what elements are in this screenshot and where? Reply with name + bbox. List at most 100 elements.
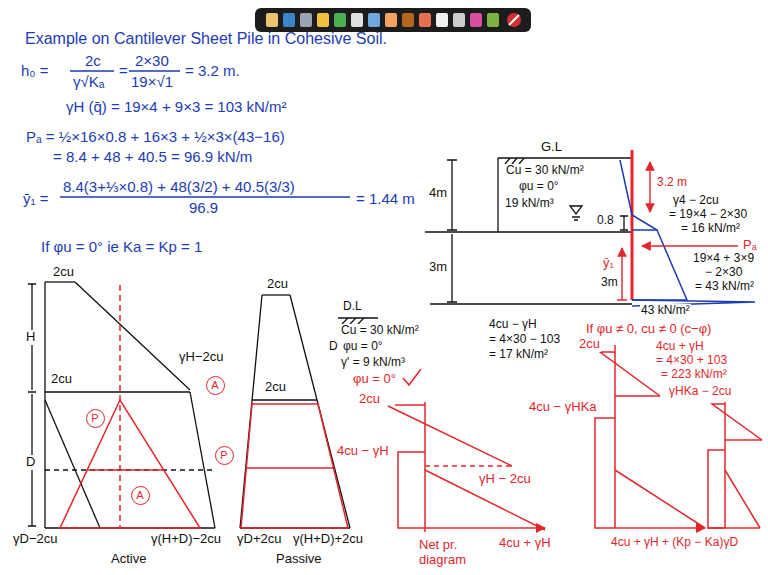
dimension-line	[31, 284, 32, 526]
annotation-label: Pₐ	[742, 238, 758, 253]
calculation-text: γ√Kₐ	[72, 73, 105, 90]
calculation-text: If φu = 0° ie Ka = Kp = 1	[40, 238, 203, 255]
toolbar-icon	[351, 13, 363, 27]
diagram-label: = 19×4 − 2×30	[668, 208, 748, 222]
active-pressure-line	[632, 230, 687, 300]
pressure-trapezoid	[241, 404, 348, 528]
dimension-arrow	[649, 162, 650, 212]
pressure-arrow	[615, 527, 705, 529]
calculation-text: 19×√1	[130, 73, 174, 90]
diagram-label: γ' = 9 kN/m³	[340, 356, 406, 370]
annotation-label: 3.2 m	[656, 176, 688, 190]
toolbar-icon	[300, 13, 312, 27]
diagram-label: − 2×30	[704, 266, 743, 280]
soil-boundary	[430, 303, 632, 304]
dimension-line	[447, 160, 457, 230]
diagram-label: γ4 − 2cu	[672, 194, 720, 208]
annotation-label: = 4×30 + 103	[655, 354, 728, 368]
pressure-line	[87, 469, 164, 471]
pressure-line	[425, 470, 545, 530]
calculation-text: = 1.44 m	[355, 190, 416, 207]
circled-letter: A	[131, 486, 150, 505]
toolbar-icon	[509, 15, 519, 25]
base-line	[708, 527, 760, 529]
diagram-label: G.L	[540, 140, 563, 155]
diagram-label: 19 kN/m³	[504, 197, 555, 211]
diagram-label: 4m	[428, 186, 448, 201]
pressure-line	[725, 470, 760, 528]
annotation-label: 4cu − γH	[336, 444, 390, 459]
toolbar-icon	[402, 13, 414, 27]
diagram-label: = 17 kN/m²	[488, 348, 549, 362]
toolbar-icon	[317, 13, 329, 27]
pile-axis	[44, 282, 45, 528]
annotation-label: Net pr. diagram	[418, 538, 478, 568]
pressure-block	[398, 452, 425, 528]
diagram-label: γD−2cu	[12, 532, 58, 547]
pressure-line	[615, 395, 660, 397]
diagram-label: 0.8	[596, 214, 615, 228]
diagram-label: 4cu − γH	[488, 318, 538, 332]
pressure-arrow	[425, 527, 545, 529]
diagram-label: 43 kN/m²	[640, 304, 691, 318]
water-table-symbol	[570, 206, 582, 220]
pressure-block	[595, 418, 615, 528]
annotation-label: 2cu	[358, 392, 381, 407]
pressure-line	[388, 406, 512, 466]
annotation-label: γH − 2cu	[478, 472, 532, 487]
toolbar-icon	[368, 13, 380, 27]
toolbar-icon	[487, 13, 499, 27]
pressure-line	[615, 470, 705, 528]
diagram-label: D.L	[342, 300, 363, 314]
pressure-line	[712, 404, 762, 440]
active-pressure-line	[620, 160, 657, 230]
annotation-label: = 223 kN/m²	[660, 368, 728, 382]
dashed-line	[119, 285, 121, 528]
dashed-line	[45, 469, 215, 470]
pressure-triangle	[60, 400, 200, 528]
pressure-line	[600, 352, 660, 396]
annotation-label: 2cu	[578, 337, 601, 352]
dimension-tick	[28, 284, 36, 526]
calculation-text: ȳ₁ =	[22, 190, 50, 207]
annotation-label: 4cu + γH	[655, 340, 705, 354]
pressure-line	[45, 400, 100, 528]
toolbar-icon	[507, 13, 521, 27]
pile-axis	[424, 402, 426, 532]
diagram-label: 3m	[428, 260, 448, 275]
dashed-line	[425, 465, 512, 467]
diagram-label: = 4×30 − 103	[488, 333, 561, 347]
circled-letter: P	[86, 409, 105, 428]
pressure-line	[262, 294, 290, 295]
diagram-label: 2cu	[266, 277, 289, 292]
toolbar	[255, 8, 531, 32]
sheet-pile	[631, 150, 634, 300]
diagram-label: 2cu	[52, 265, 75, 280]
toolbar-icon	[385, 13, 397, 27]
fraction-bar	[60, 196, 350, 197]
circled-letter: P	[215, 446, 234, 465]
circle-text: P	[220, 450, 227, 461]
force-arrow	[642, 245, 738, 246]
ground-line	[498, 157, 632, 158]
dredge-line	[45, 391, 190, 392]
pressure-line	[395, 404, 425, 406]
diagram-label: Passive	[275, 552, 323, 567]
toolbar-icon	[334, 13, 346, 27]
pressure-line	[725, 439, 762, 441]
diagram-label: D	[25, 455, 36, 470]
diagram-label: γ(H+D)−2cu	[150, 532, 222, 547]
dimension-arrow	[617, 248, 627, 300]
diagram-label: γH−2cu	[178, 350, 224, 365]
diagram-label: γ(H+D)+2cu	[292, 532, 364, 547]
annotation-label: If φu ≠ 0, cu ≠ 0 (c−φ)	[585, 322, 712, 337]
annotation-label: 4cu + γH + (Kp − Ka)γD	[610, 536, 739, 550]
annotation-label: ȳ₁	[602, 256, 615, 271]
toolbar-icon	[419, 13, 431, 27]
diagram-label: Cu = 30 kN/m²	[505, 164, 585, 178]
check-mark	[403, 369, 421, 385]
diagram-label: 2cu	[50, 372, 73, 387]
circle-text: A	[211, 380, 218, 391]
